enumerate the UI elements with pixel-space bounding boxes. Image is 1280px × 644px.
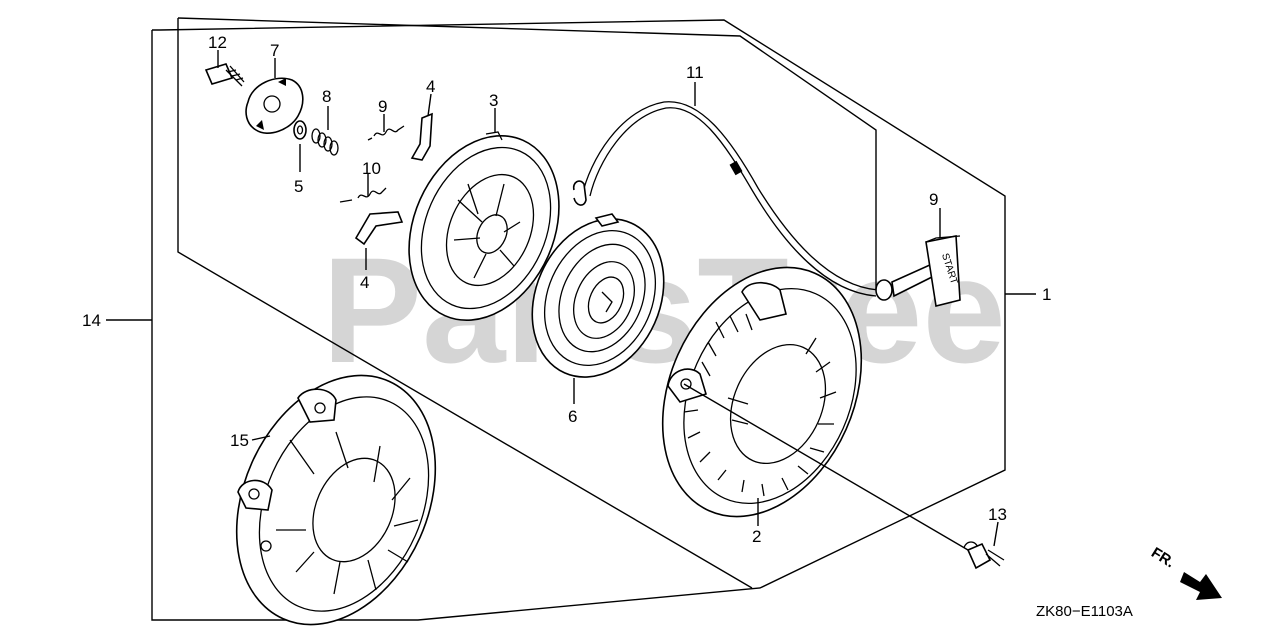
callout-12: 12 [208,33,227,52]
pawl-4-lower [354,211,404,246]
callout-9-upper: 9 [378,97,387,116]
pawl-4-upper [410,112,433,161]
callout-4-lower: 4 [360,273,369,292]
callout-5: 5 [294,177,303,196]
leader-lines [106,50,1036,551]
rope-11 [572,101,879,297]
callout-11: 11 [686,63,704,82]
callout-1: 1 [1042,285,1051,304]
front-direction-arrow: FR. [1148,544,1222,600]
callout-4-upper: 4 [426,77,435,96]
spring-7 [311,128,339,156]
reel-3 [408,131,560,322]
callout-10: 9 [929,190,938,209]
assembly-outline-14 [151,17,1006,621]
callout-15: 15 [230,431,249,450]
ratchet-6 [245,77,304,134]
bolt-12 [204,63,245,87]
spring-8 [531,213,665,378]
callout-2: 2 [752,527,761,546]
bolt-13 [963,541,1005,570]
direction-label: FR. [1148,544,1178,571]
arrow-icon [1180,572,1222,600]
diagram-code: ZK80−E1103A [1036,603,1133,620]
cover-15 [235,374,437,626]
washer-5 [293,120,307,140]
callout-8: 6 [568,407,577,426]
spring-9-lower [339,187,387,203]
callout-3: 3 [489,91,498,110]
callout-7: 8 [322,87,331,106]
callout-9-lower: 10 [362,159,381,178]
callout-13: 13 [988,505,1007,524]
starter-case-2 [661,266,863,518]
callout-6: 7 [270,41,279,60]
spring-9-upper [367,125,405,141]
handle-10: START [875,235,961,307]
callouts: 12 7 8 5 9 10 4 4 3 11 9 1 6 2 13 14 15 [82,33,1051,546]
callout-14: 14 [82,311,101,330]
